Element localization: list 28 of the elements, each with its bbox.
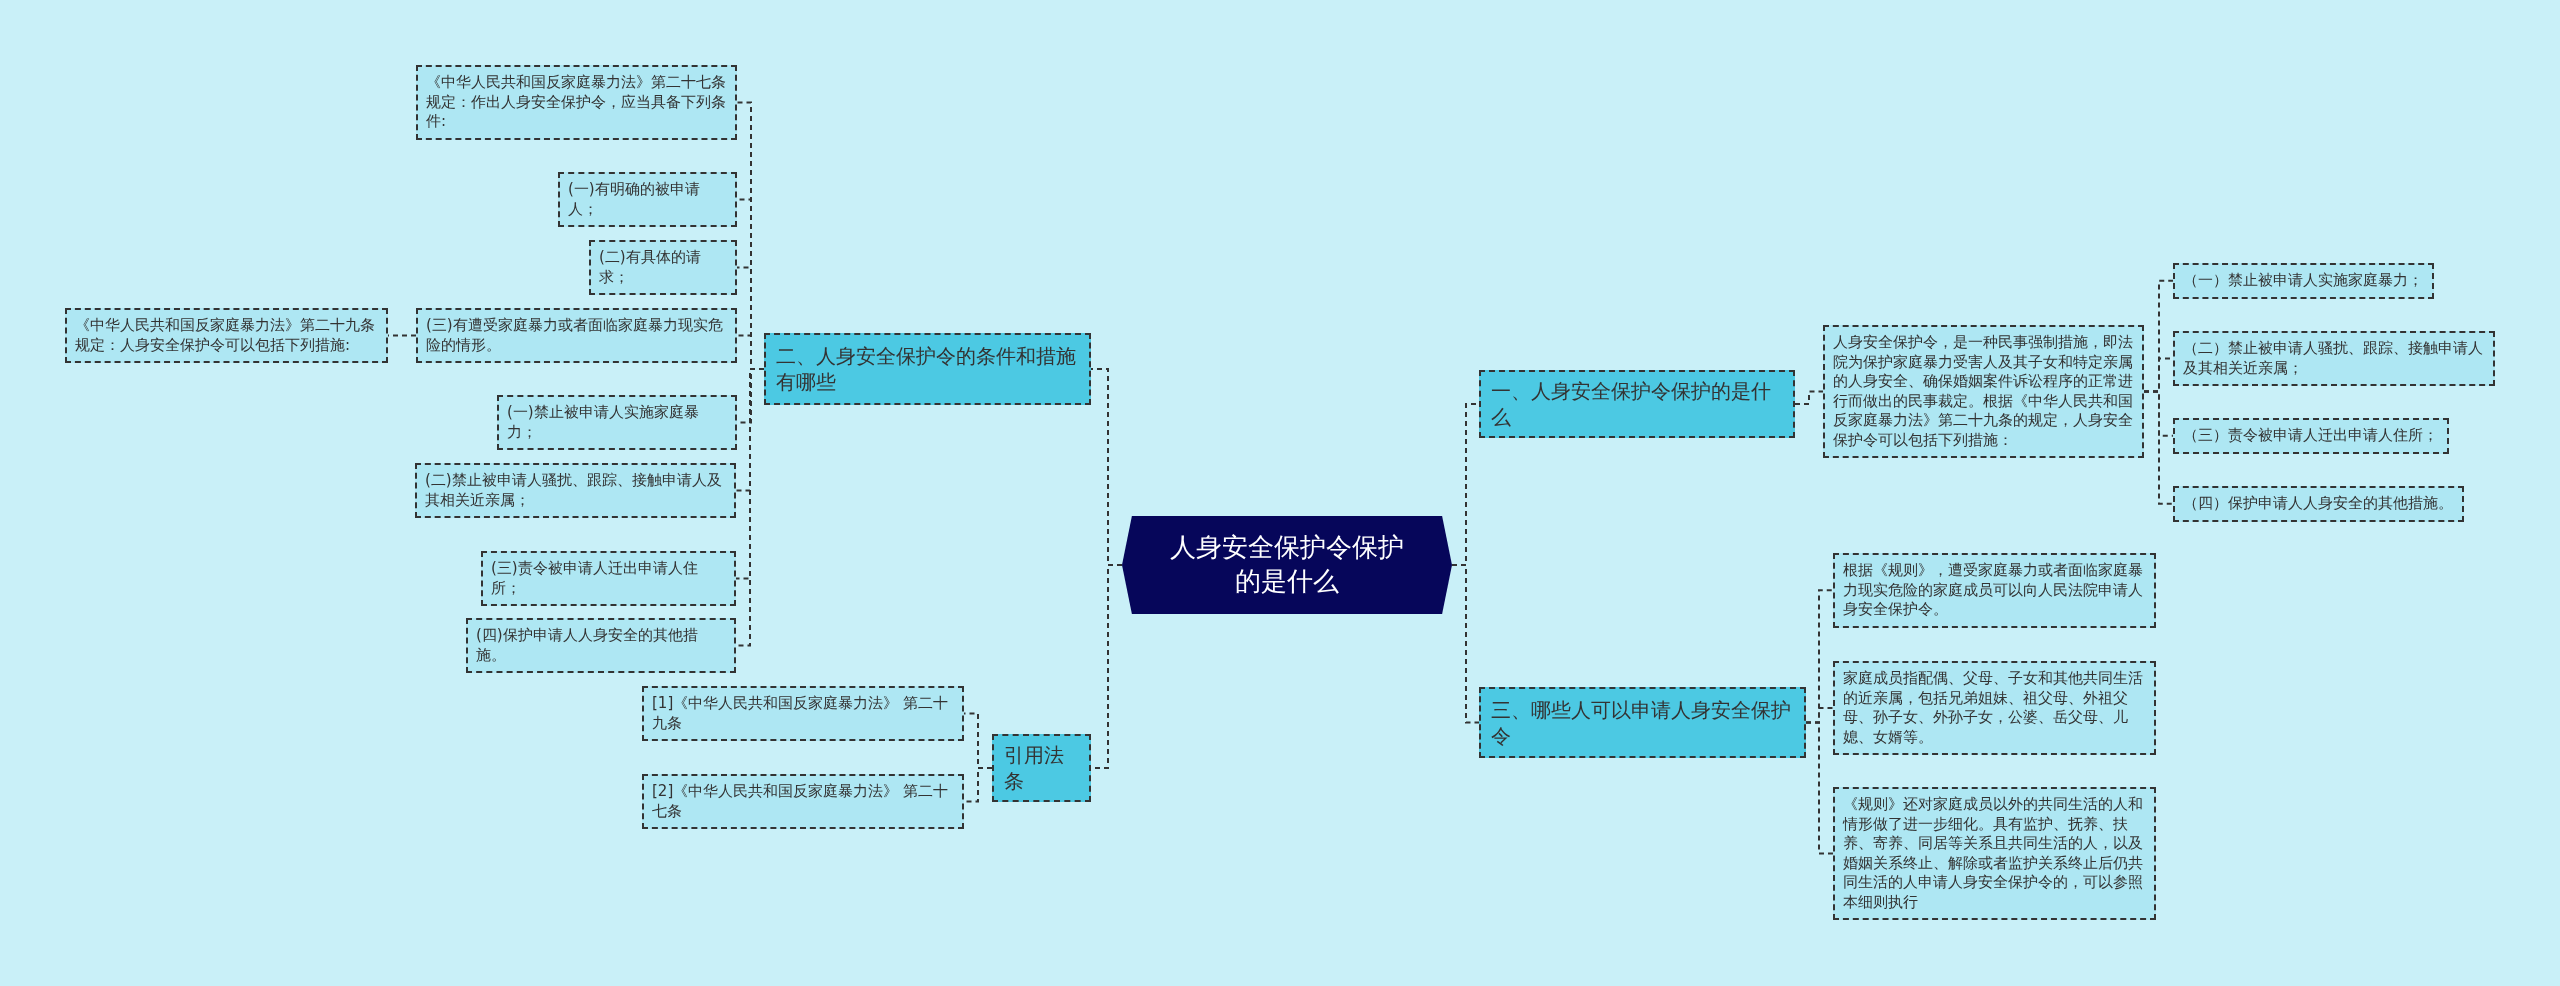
note-box: 《规则》还对家庭成员以外的共同生活的人和情形做了进一步细化。具有监护、抚养、扶养、寄养、同居等关系且共同生活的人，以及婚姻关系终止、解除或者监护关系终止后仍共同生活的人申请人身安全保护令的，可以参照本细则执行 xyxy=(1833,787,2156,920)
note-box: 根据《规则》，遭受家庭暴力或者面临家庭暴力现实危险的家庭成员可以向人民法院申请人身安全保护令。 xyxy=(1833,553,2156,628)
note-box: 《中华人民共和国反家庭暴力法》第二十七条规定：作出人身安全保护令，应当具备下列条件: xyxy=(416,65,737,140)
note-box: （二）禁止被申请人骚扰、跟踪、接触申请人及其相关近亲属； xyxy=(2173,331,2495,386)
topic-box: 一、人身安全保护令保护的是什么 xyxy=(1479,370,1795,438)
central-topic: 人身安全保护令保护的是什么 xyxy=(1122,516,1452,614)
note-box: (四)保护申请人人身安全的其他措施。 xyxy=(466,618,736,673)
note-box: [2]《中华人民共和国反家庭暴力法》 第二十七条 xyxy=(642,774,964,829)
note-box: 家庭成员指配偶、父母、子女和其他共同生活的近亲属，包括兄弟姐妹、祖父母、外祖父母、孙子女、外孙子女，公婆、岳父母、儿媳、女婿等。 xyxy=(1833,661,2156,755)
note-box: （四）保护申请人人身安全的其他措施。 xyxy=(2173,486,2464,522)
topic-box: 二、人身安全保护令的条件和措施有哪些 xyxy=(764,333,1091,405)
note-box: (三)责令被申请人迁出申请人住所； xyxy=(481,551,736,606)
note-box: (一)禁止被申请人实施家庭暴力； xyxy=(497,395,737,450)
note-box: (二)禁止被申请人骚扰、跟踪、接触申请人及其相关近亲属； xyxy=(415,463,736,518)
topic-box: 三、哪些人可以申请人身安全保护令 xyxy=(1479,687,1806,758)
connector-line xyxy=(1805,721,1834,855)
connector-line xyxy=(1451,564,1480,724)
note-box: (三)有遭受家庭暴力或者面临家庭暴力现实危险的情形。 xyxy=(416,308,737,363)
note-box: (一)有明确的被申请人； xyxy=(558,172,737,227)
note-box: （一）禁止被申请人实施家庭暴力； xyxy=(2173,263,2434,299)
note-box: 《中华人民共和国反家庭暴力法》第二十九条规定：人身安全保护令可以包括下列措施: xyxy=(65,308,388,363)
note-box: 人身安全保护令，是一种民事强制措施，即法院为保护家庭暴力受害人及其子女和特定亲属的人身安全、确保婚姻案件诉讼程序的正常进行而做出的民事裁定。根据《中华人民共和国反家庭暴力法》第二十九条的规定，人身安全保护令可以包括下列措施： xyxy=(1823,325,2144,458)
note-box: [1]《中华人民共和国反家庭暴力法》 第二十九条 xyxy=(642,686,964,741)
topic-box: 引用法条 xyxy=(992,734,1091,802)
note-box: (二)有具体的请求； xyxy=(589,240,737,295)
connector-line xyxy=(2143,390,2174,505)
connector-line xyxy=(1794,390,1824,405)
note-box: （三）责令被申请人迁出申请人住所； xyxy=(2173,418,2449,454)
